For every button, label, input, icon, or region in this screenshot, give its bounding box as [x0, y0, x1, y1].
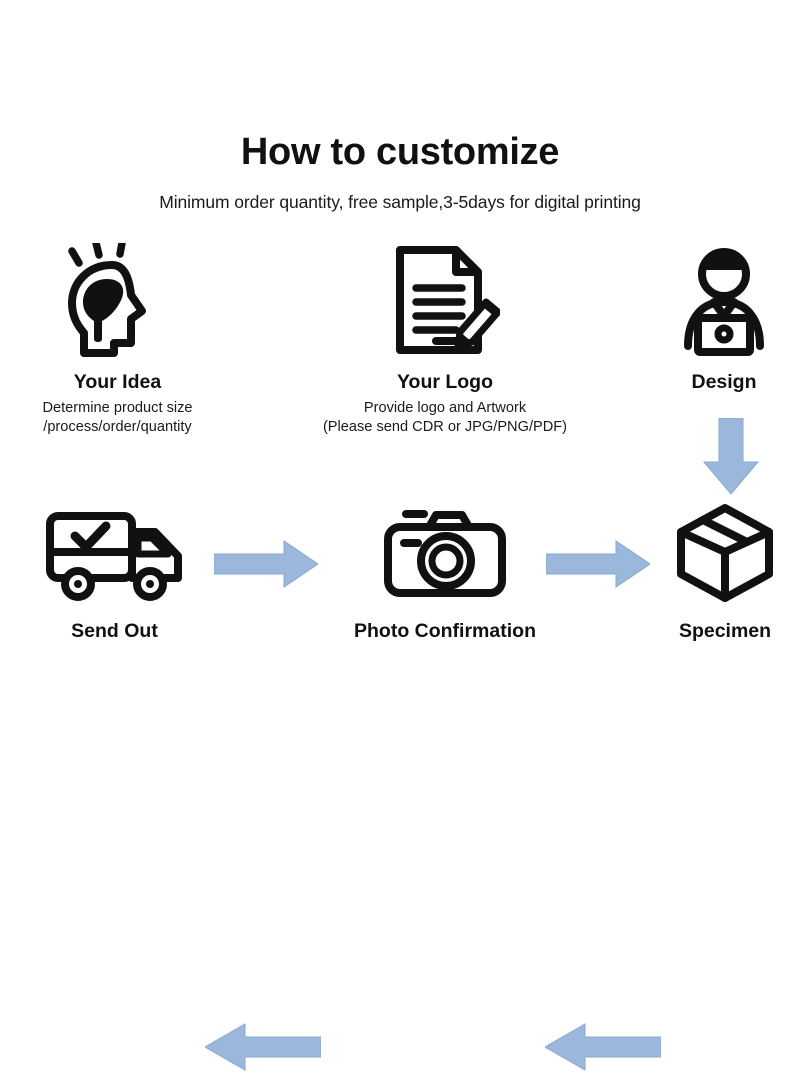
- package-box-icon: [650, 492, 800, 612]
- arrow-right-icon: [213, 538, 319, 595]
- head-lightbulb-icon: [0, 243, 235, 363]
- step-specimen: Specimen: [650, 492, 800, 643]
- arrow-down-icon: [700, 417, 762, 499]
- step-desc-line-1: Provide logo and Artwork: [363, 400, 527, 416]
- header: How to customize Minimum order quantity,…: [0, 131, 800, 213]
- arrow-left-icon: [543, 1021, 662, 1078]
- delivery-truck-check-icon: [12, 492, 217, 612]
- step-design: Design: [648, 243, 800, 394]
- infographic-page: How to customize Minimum order quantity,…: [0, 131, 800, 1071]
- step-desc-line-2: (Please send CDR or JPG/PNG/PDF): [322, 419, 568, 436]
- step-your-logo: Your Logo Provide logo and Artwork (Plea…: [280, 243, 610, 438]
- camera-icon: [300, 492, 590, 612]
- step-send-out: Send Out: [12, 492, 217, 643]
- step-title: Specimen: [678, 620, 772, 642]
- step-photo-confirmation: Photo Confirmation: [300, 492, 590, 643]
- page-subtitle: Minimum order quantity, free sample,3-5d…: [159, 191, 641, 212]
- person-laptop-icon: [648, 243, 800, 363]
- step-title: Photo Confirmation: [354, 620, 536, 642]
- step-desc-line-2: /process/order/quantity: [43, 419, 192, 436]
- arrow-right-icon: [545, 538, 651, 595]
- step-title: Your Logo: [396, 371, 494, 393]
- step-title: Send Out: [71, 620, 158, 642]
- document-pencil-icon: [280, 243, 610, 363]
- step-desc-line-1: Determine product size: [42, 400, 193, 416]
- page-title: How to customize: [240, 131, 560, 173]
- arrow-left-icon: [203, 1021, 322, 1078]
- step-your-idea: Your Idea Determine product size /proces…: [0, 243, 235, 438]
- step-title: Your Idea: [73, 371, 162, 393]
- step-title: Design: [691, 371, 757, 393]
